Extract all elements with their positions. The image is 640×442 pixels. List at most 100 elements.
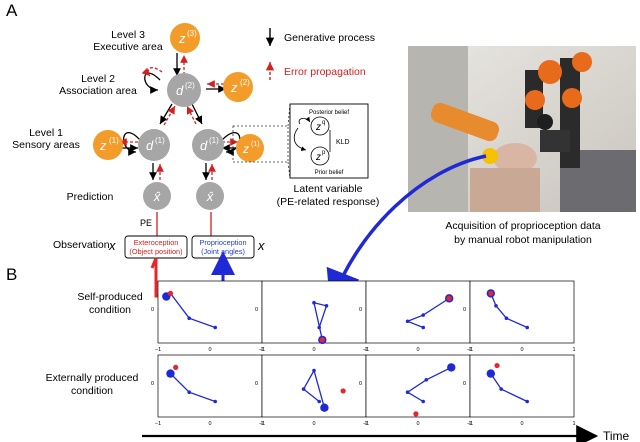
- arm-joint: [301, 387, 306, 391]
- level-2-label: Level 2 Association area: [59, 73, 137, 97]
- arm-link: [405, 297, 450, 329]
- tick-label: 0: [359, 381, 362, 387]
- svg-text:Level 2: Level 2: [81, 73, 115, 85]
- svg-text:Sensory areas: Sensory areas: [12, 139, 80, 151]
- tick-label: 0: [312, 421, 315, 427]
- plot-frame: [469, 354, 575, 418]
- photo-caption-line1: Acquisition of proprioception data: [445, 220, 600, 232]
- svg-text:Level 1: Level 1: [29, 127, 63, 139]
- tick-label: 0: [359, 307, 362, 313]
- svg-text:Proprioception: Proprioception: [199, 238, 246, 247]
- svg-text:z: z: [99, 138, 107, 153]
- tick-label: −1: [363, 421, 369, 427]
- tick-label: −1: [467, 347, 473, 353]
- svg-text:z: z: [242, 142, 249, 156]
- arm-joint: [187, 316, 191, 321]
- svg-text:(2): (2): [240, 78, 250, 87]
- arm-joint: [213, 325, 217, 330]
- tick-label: 1: [572, 347, 575, 353]
- proprioception-box: Proprioception (Joint angles): [191, 235, 255, 259]
- svg-text:z: z: [315, 152, 321, 163]
- arm-joint: [312, 300, 316, 305]
- tick-label: 0: [312, 347, 315, 353]
- exteroception-box: Exteroception (Object position): [124, 235, 188, 259]
- plot-frame: [261, 280, 367, 344]
- plot-frame: [157, 280, 263, 344]
- arm-joint: [421, 313, 426, 317]
- arm-joint: [421, 399, 426, 404]
- node-d1-right: d (1): [192, 129, 224, 161]
- error-arrows: [119, 55, 238, 236]
- tick-label: 1: [468, 421, 471, 427]
- svg-text:Executive area: Executive area: [93, 41, 163, 53]
- object-marker: [446, 295, 452, 301]
- tick-label: 1: [364, 347, 367, 353]
- svg-text:condition: condition: [89, 304, 131, 316]
- robot-photo: [408, 46, 636, 212]
- plot-panel: −1 0 1 0: [463, 354, 576, 427]
- arm-joint: [499, 387, 504, 391]
- arm-link: [406, 366, 452, 403]
- arm-joint: [312, 368, 316, 373]
- tick-label: 0: [463, 381, 466, 387]
- tick-label: 0: [416, 421, 419, 427]
- svg-text:Level 3: Level 3: [111, 29, 145, 41]
- tick-label: 0: [255, 307, 258, 313]
- svg-text:p: p: [322, 150, 326, 156]
- node-xhat-right: x̂: [196, 182, 224, 210]
- arm-link: [313, 301, 328, 341]
- object-marker: [340, 388, 346, 394]
- plot-frame: [261, 354, 367, 418]
- tick-label: 1: [260, 347, 263, 353]
- svg-text:d: d: [200, 138, 208, 153]
- tick-label: 0: [520, 421, 523, 427]
- level-3-label: Level 3 Executive area: [93, 29, 163, 53]
- svg-text:(1): (1): [109, 136, 119, 145]
- tick-label: −1: [467, 421, 473, 427]
- tick-label: −1: [155, 347, 161, 353]
- pe-label: PE: [140, 218, 152, 228]
- tick-label: 0: [255, 381, 258, 387]
- tick-label: 0: [208, 421, 211, 427]
- svg-text:d: d: [146, 138, 154, 153]
- tick-label: 0: [151, 381, 154, 387]
- arm-joint: [424, 378, 429, 382]
- plot-panel: −1 0 1 0: [255, 280, 368, 353]
- svg-text:Posterior belief: Posterior belief: [309, 110, 349, 116]
- arm-joint: [324, 304, 329, 308]
- object-marker: [413, 411, 419, 417]
- observation-symbol-right: x: [257, 238, 265, 253]
- arm-endpoint: [486, 369, 495, 378]
- svg-text:Generative process: Generative process: [284, 32, 375, 44]
- node-z2: z (2): [223, 72, 253, 102]
- arm-joint: [187, 390, 191, 395]
- arm-joint: [525, 399, 529, 404]
- level-1-label: Level 1 Sensory areas: [12, 127, 80, 151]
- plot-panel: −1 0 1 0: [359, 354, 472, 427]
- arm-endpoint: [447, 363, 456, 372]
- svg-text:d: d: [176, 83, 184, 98]
- latent-caption-line1: Latent variable: [294, 183, 363, 195]
- arm-endpoint: [320, 403, 329, 412]
- plot-frame: [469, 280, 575, 344]
- tick-label: 0: [151, 307, 154, 313]
- svg-text:(1): (1): [251, 141, 260, 148]
- time-label: Time: [603, 429, 630, 442]
- object-marker: [167, 290, 174, 296]
- plot-panel: −1 0 1 0: [151, 280, 264, 353]
- tick-label: −1: [155, 421, 161, 427]
- arm-link: [302, 368, 326, 408]
- svg-text:q: q: [322, 120, 325, 126]
- tick-label: −1: [363, 347, 369, 353]
- tick-label: 0: [520, 347, 523, 353]
- arm-joint: [525, 325, 529, 330]
- node-z1-left: z (1): [93, 130, 123, 160]
- svg-text:(1): (1): [209, 136, 219, 145]
- svg-text:(Object position): (Object position): [129, 247, 182, 256]
- svg-text:Error propagation: Error propagation: [284, 66, 366, 78]
